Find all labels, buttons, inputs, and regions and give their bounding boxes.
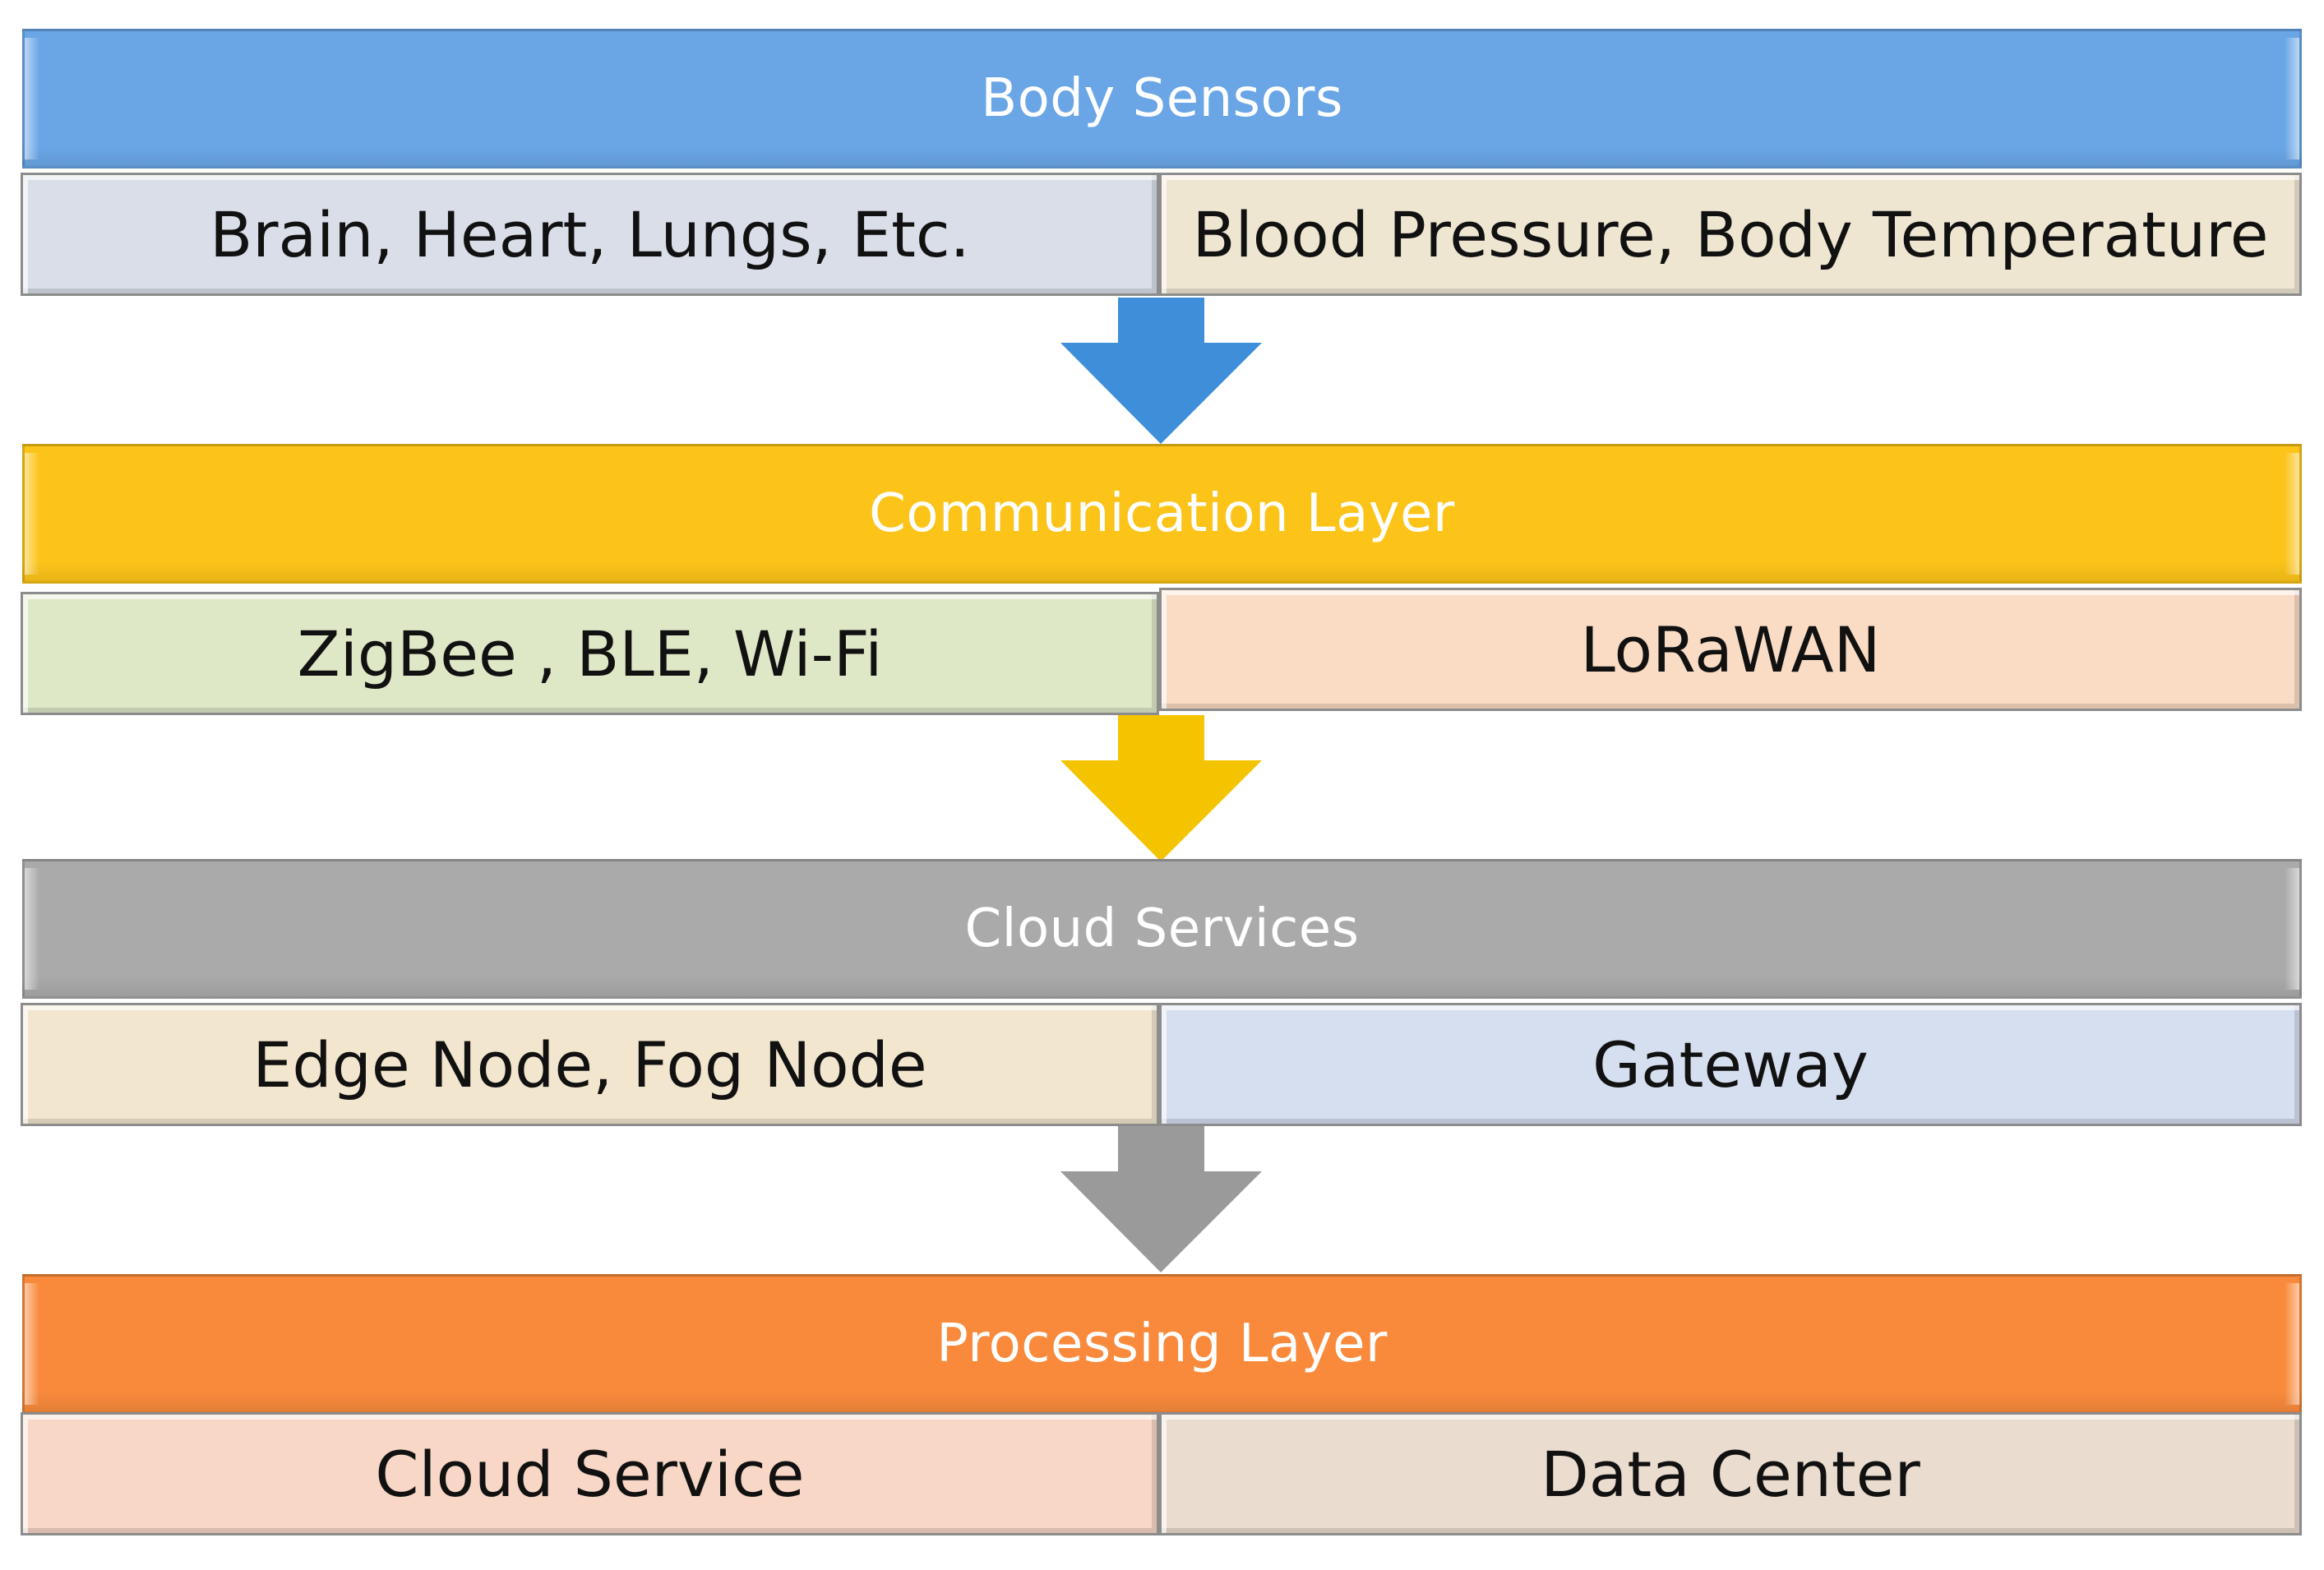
layer-header-communication: Communication Layer	[22, 444, 2302, 584]
cell-cloud-service: Cloud Service	[21, 1412, 1159, 1535]
cell-blood-pressure-temperature: Blood Pressure, Body Temperature	[1159, 173, 2302, 296]
layer-header-body-sensors: Body Sensors	[22, 29, 2302, 169]
cell-gateway: Gateway	[1159, 1003, 2302, 1126]
cell-brain-heart-lungs: Brain, Heart, Lungs, Etc.	[21, 173, 1159, 296]
down-arrow-icon	[1060, 298, 1262, 444]
cell-zigbee-ble-wifi: ZigBee , BLE, Wi-Fi	[21, 592, 1159, 715]
layer-header-processing: Processing Layer	[22, 1274, 2302, 1414]
cell-lorawan: LoRaWAN	[1159, 588, 2302, 711]
cell-edge-fog-node: Edge Node, Fog Node	[21, 1003, 1159, 1126]
down-arrow-icon	[1060, 715, 1262, 861]
cell-data-center: Data Center	[1159, 1412, 2302, 1535]
down-arrow-icon	[1060, 1126, 1262, 1272]
layer-header-cloud-services: Cloud Services	[22, 859, 2302, 999]
